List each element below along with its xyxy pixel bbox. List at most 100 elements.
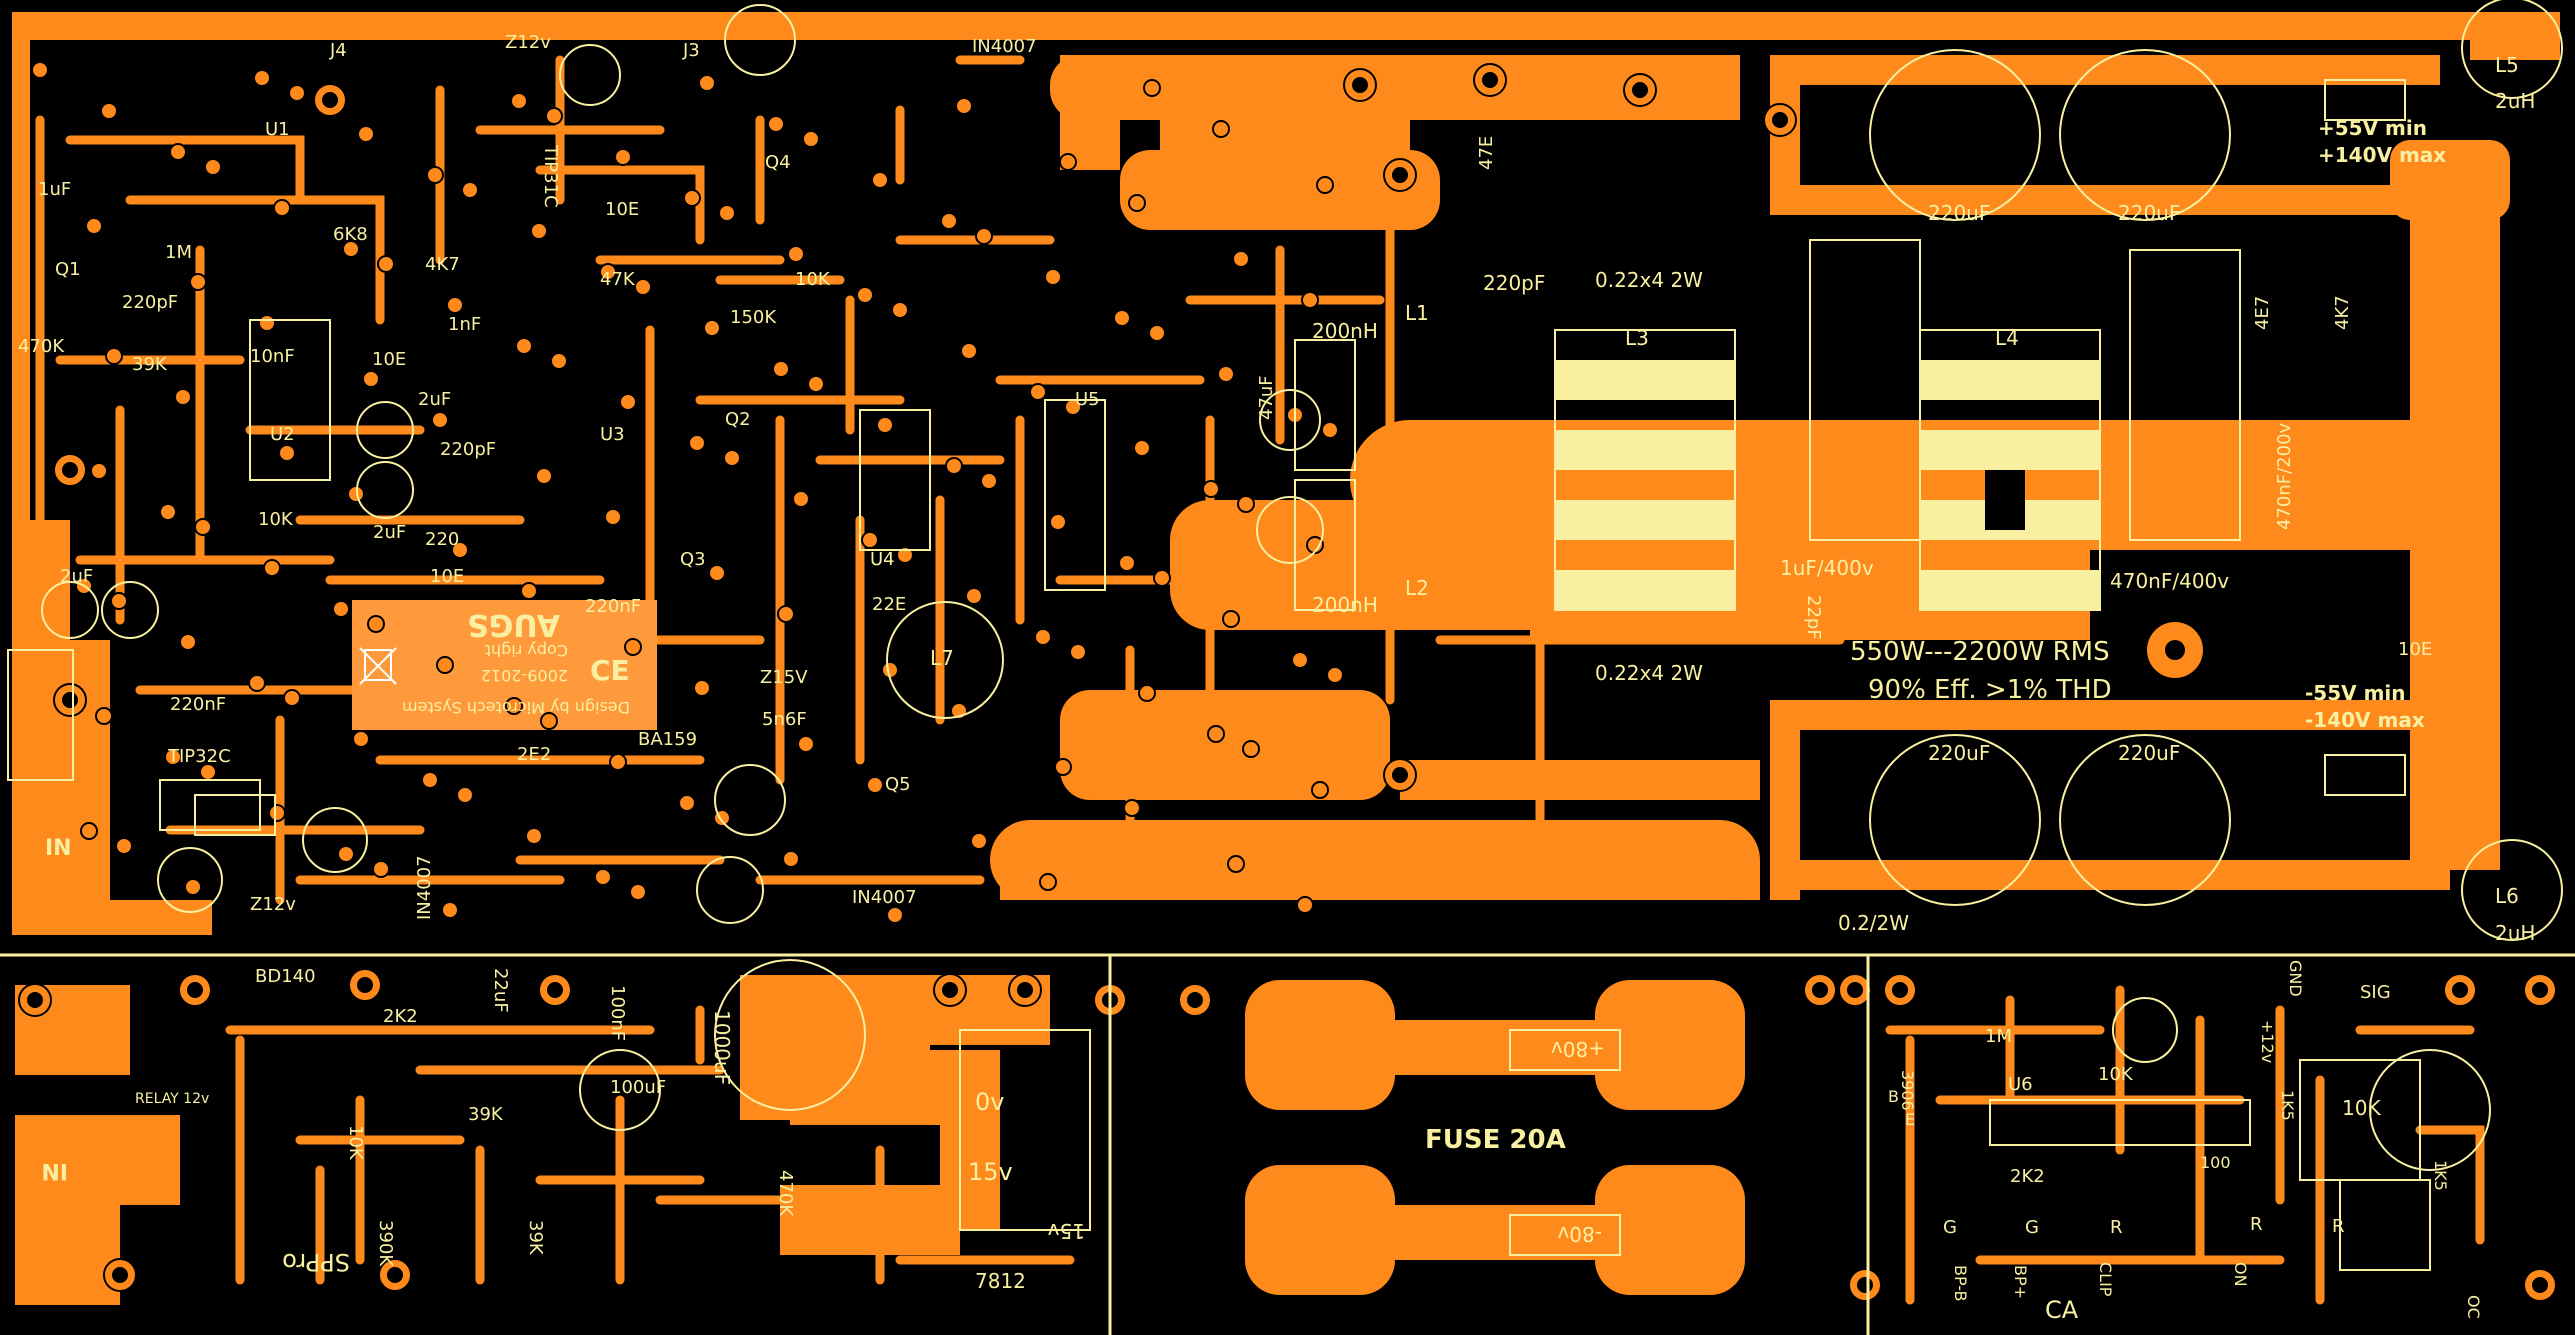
logo-years: 2009-2012: [481, 666, 568, 685]
label-psu-39k-a: 39K: [468, 1104, 504, 1125]
mounting-hole: [1772, 112, 1788, 128]
via-pad: [337, 845, 355, 863]
cap-1000uf-outline: [714, 959, 866, 1111]
via-pad: [367, 615, 385, 633]
label-u4: U4: [870, 549, 895, 570]
via-pad: [787, 245, 805, 263]
via-pad: [110, 592, 128, 610]
label-psu-39k-b: 39K: [525, 1220, 546, 1256]
via-pad: [100, 102, 118, 120]
inductor-l5-outline: [2461, 0, 2563, 99]
label-proto-sig: SIG: [2360, 982, 2391, 1003]
logo-designer: Design by Microtech System: [402, 698, 630, 717]
via-pad: [886, 906, 904, 924]
via-pad: [85, 217, 103, 235]
label-r-10e-a: 10E: [372, 349, 406, 370]
via-pad: [1227, 855, 1245, 873]
label-u3: U3: [600, 424, 625, 445]
label-j3: J3: [682, 40, 700, 61]
via-pad: [945, 457, 963, 475]
via-pad: [441, 901, 459, 919]
via-pad: [1217, 365, 1235, 383]
via-pad: [1118, 554, 1136, 572]
label-psu-2k2: 2K2: [383, 1006, 418, 1027]
label-r-1m: 1M: [165, 242, 192, 263]
via-pad: [115, 837, 133, 855]
via-pad: [599, 263, 617, 281]
via-pad: [288, 84, 306, 102]
via-pad: [431, 411, 449, 429]
via-pad: [342, 240, 360, 258]
label-r-150k: 150K: [730, 307, 777, 328]
via-pad: [278, 444, 296, 462]
via-pad: [31, 61, 49, 79]
via-pad: [1237, 495, 1255, 513]
via-pad: [530, 222, 548, 240]
via-pad: [861, 531, 879, 549]
via-pad: [105, 347, 123, 365]
via-pad: [891, 301, 909, 319]
label-resistor-022-bottom: 0.22x4 2W: [1595, 661, 1703, 685]
label-l3: L3: [1625, 326, 1649, 350]
via-pad: [164, 748, 182, 766]
cap-220uf-top-right: [2059, 49, 2231, 221]
label-proto-g2: G: [2025, 1217, 2039, 1238]
via-pad: [970, 832, 988, 850]
via-pad: [179, 633, 197, 651]
via-pad: [1242, 740, 1260, 758]
via-pad: [1326, 666, 1344, 684]
label-relay: RELAY 12v: [135, 1091, 209, 1107]
pos-rail-min: +55V min: [2318, 116, 2427, 140]
via-pad: [1128, 194, 1146, 212]
mounting-hole: [1017, 982, 1033, 998]
label-proto-g1: G: [1943, 1217, 1957, 1238]
label-psu-15v: 15v: [968, 1158, 1013, 1186]
via-pad: [1143, 79, 1161, 97]
label-proto-oc: OC: [2464, 1295, 2483, 1319]
via-pad: [723, 449, 741, 467]
via-pad: [505, 697, 523, 715]
label-c-5n6f: 5n6F: [762, 709, 807, 730]
mounting-hole: [2532, 982, 2548, 998]
mounting-hole: [1857, 1277, 1873, 1293]
neg-rail-min: -55V min: [2305, 681, 2406, 705]
via-pad: [1202, 480, 1220, 498]
via-pad: [1044, 268, 1062, 286]
label-resistor-022-top: 0.22x4 2W: [1595, 268, 1703, 292]
via-pad: [940, 212, 958, 230]
label-l6-value: 2uH: [2495, 921, 2535, 945]
mounting-hole: [942, 982, 958, 998]
logo-ce-mark: CE: [590, 654, 630, 687]
mounting-hole: [1892, 982, 1908, 998]
via-pad: [372, 860, 390, 878]
label-proto-1k5-b: 1K5: [2431, 1160, 2450, 1191]
label-q5: Q5: [885, 774, 911, 795]
label-cap-220uf-b: 220uF: [2118, 201, 2180, 225]
via-pad: [253, 69, 271, 87]
mounting-hole: [1392, 167, 1408, 183]
label-r-39k: 39K: [132, 354, 168, 375]
via-pad: [688, 434, 706, 452]
inductor-l6-outline: [2461, 839, 2563, 941]
label-in4007-top: IN4007: [972, 36, 1037, 57]
mounting-hole: [387, 1267, 403, 1283]
label-r-10k-a: 10K: [795, 269, 831, 290]
via-pad: [273, 199, 291, 217]
via-pad: [594, 868, 612, 886]
label-1uf-400v: 1uF/400v: [1780, 556, 1874, 580]
label-q2: Q2: [725, 409, 751, 430]
output-ring-pour: [1770, 55, 2440, 215]
via-pad: [807, 375, 825, 393]
logo-brand: AUGS: [467, 607, 560, 642]
label-proto-r2: R: [2250, 1214, 2263, 1235]
label-r-22e: 22E: [872, 594, 906, 615]
label-c-220pf-b: 220pF: [440, 439, 496, 460]
via-pad: [95, 707, 113, 725]
via-pad: [520, 582, 538, 600]
via-pad: [802, 130, 820, 148]
label-c-2uf-c: 2uF: [373, 522, 406, 543]
via-pad: [332, 600, 350, 618]
via-pad: [1321, 421, 1339, 439]
via-pad: [1069, 643, 1087, 661]
label-in4007-mid: IN4007: [414, 855, 435, 920]
